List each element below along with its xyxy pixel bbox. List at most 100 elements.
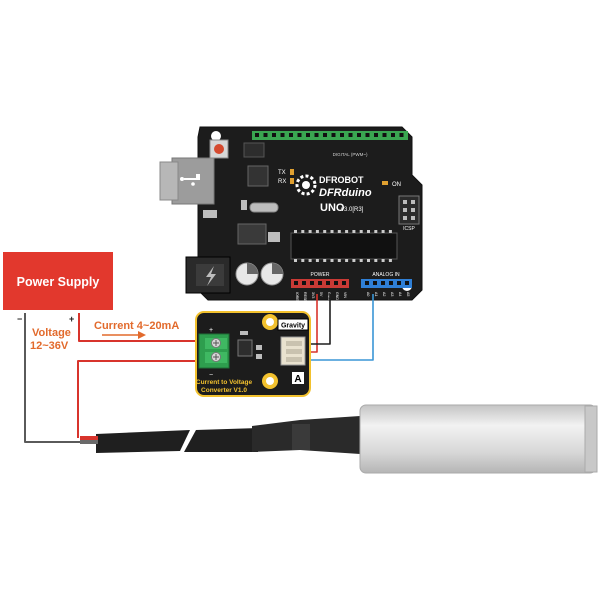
module-res — [240, 331, 248, 335]
cable-gray-tip — [80, 440, 98, 444]
header-pin — [272, 133, 276, 137]
variant-text: UNO — [320, 202, 345, 214]
power-supply-minus: − — [17, 314, 22, 324]
pressure-probe — [359, 404, 598, 474]
wire-module-to-probe-red — [77, 360, 198, 438]
chip-leg — [301, 230, 305, 233]
module-mount-hole — [262, 314, 278, 330]
header-pin — [399, 133, 404, 137]
power-supply: Power Supply − + Voltage 12~36V — [3, 252, 113, 352]
cable-segment-right — [184, 428, 258, 452]
module-minus: − — [209, 372, 213, 379]
chip-leg — [352, 259, 356, 262]
analog-pin-label: A2 — [382, 292, 386, 296]
header-pin — [314, 133, 319, 137]
power-pin-label: IOREF — [295, 292, 299, 304]
header-pin — [340, 133, 344, 137]
module-chip — [237, 339, 253, 357]
cable-red-tip — [80, 436, 98, 442]
module-mount-hole — [262, 373, 278, 389]
header-pin — [294, 281, 298, 285]
chip-leg — [367, 230, 370, 233]
header-pin — [389, 281, 393, 285]
version-text: v3.0[R3] — [341, 207, 364, 213]
module-board — [195, 311, 311, 397]
module-title-1: Current to Voltage — [196, 379, 253, 386]
power-supply-box — [3, 252, 113, 310]
header-pin — [318, 281, 322, 285]
header-pin — [391, 133, 395, 137]
usb-port — [159, 157, 215, 205]
arduino-board: DIGITAL (PWM~) TX RX DFROBOT DFRduino UN… — [159, 126, 423, 305]
chip-leg — [352, 230, 356, 233]
crystal — [249, 202, 279, 213]
wires — [24, 294, 374, 443]
power-pin-label: GND — [327, 292, 331, 300]
header-pin — [405, 281, 409, 285]
header-pin — [255, 133, 259, 137]
chip-leg — [381, 230, 385, 233]
power-pin-label: 5V — [319, 292, 323, 297]
power-pin-label: VIN — [343, 292, 347, 298]
chip-leg — [294, 230, 297, 233]
smd-res — [203, 210, 217, 218]
power-pin-label: RESET — [303, 292, 307, 305]
power-supply-label: Power Supply — [17, 275, 100, 289]
voltage-range: 12~36V — [30, 340, 69, 352]
chip-leg — [359, 259, 363, 262]
header-pin — [297, 133, 302, 137]
screw-terminal — [198, 333, 230, 369]
dfrobot-gear-icon — [295, 174, 317, 196]
reset-button — [209, 139, 229, 159]
chip-leg — [330, 259, 334, 262]
header-pin — [302, 281, 306, 285]
usb-icon — [180, 174, 200, 186]
analog-pin-label: A4 — [398, 292, 402, 296]
smd-cap — [268, 232, 280, 242]
icsp-pin — [403, 200, 407, 204]
model-text: DFRduino — [319, 187, 372, 199]
header-pin — [331, 133, 336, 137]
module-res — [256, 345, 262, 350]
chip-leg — [345, 259, 349, 262]
regulator — [237, 223, 267, 245]
wire-signal-a0 — [304, 294, 374, 361]
chip-leg — [374, 259, 378, 262]
tx-label: TX — [278, 170, 286, 176]
header-pin — [334, 281, 338, 285]
chip-leg — [308, 230, 312, 233]
module-title-2: Converter V1.0 — [201, 387, 247, 394]
analog-label: ANALOG IN — [372, 272, 400, 278]
current-arrow-icon — [102, 331, 146, 339]
capacitor — [235, 262, 259, 286]
probe-connector-ring — [292, 424, 310, 450]
probe-tip — [584, 405, 598, 473]
digital-label: DIGITAL (PWM~) — [333, 152, 368, 157]
probe-body — [359, 404, 597, 474]
smd-res — [241, 200, 247, 210]
wire-supply-positive — [78, 313, 198, 342]
module-plus: + — [209, 327, 213, 334]
header-pin — [310, 281, 314, 285]
analog-pin-label: A5 — [406, 292, 410, 296]
chip-usb-controller — [247, 165, 269, 187]
header-pin — [373, 281, 377, 285]
header-pin — [397, 281, 401, 285]
chip-leg — [294, 259, 297, 262]
lightning-icon — [206, 266, 216, 286]
chip-leg — [381, 259, 385, 262]
dc-jack — [185, 256, 231, 294]
analog-pin-label: A3 — [390, 292, 394, 296]
power-pin-label: 3V3 — [311, 292, 315, 298]
chip-leg — [330, 230, 334, 233]
chip-leg — [388, 230, 392, 233]
current-label: Current 4~20mA — [94, 320, 179, 332]
cable-segment-left — [96, 430, 190, 453]
header-pin — [263, 133, 268, 137]
header-pin — [374, 133, 378, 137]
chip-leg — [315, 230, 319, 233]
power-pin-label: GND — [335, 292, 339, 300]
microcontroller-chip — [290, 230, 398, 262]
